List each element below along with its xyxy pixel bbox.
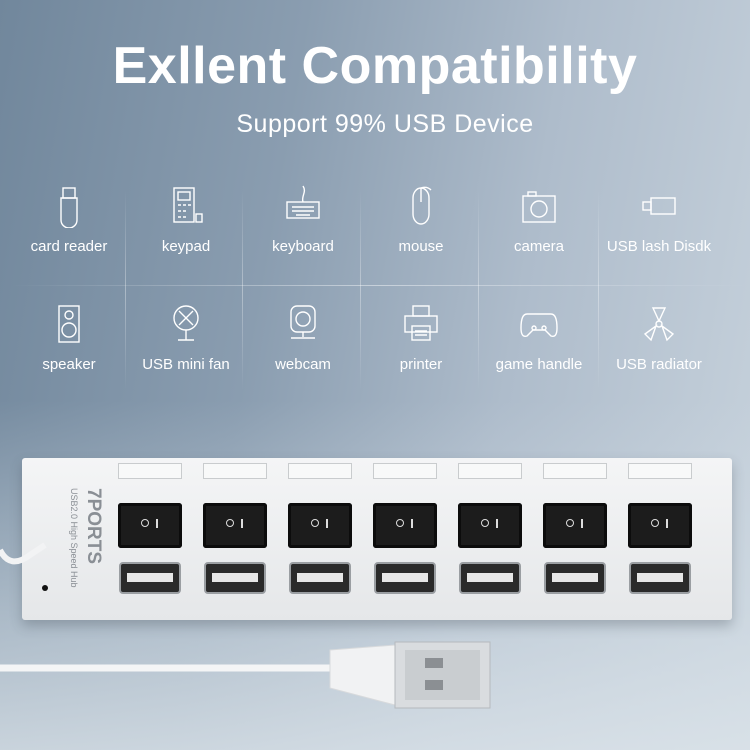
- device-label: keypad: [161, 238, 211, 255]
- usb-port: [204, 562, 266, 594]
- device-keypad: keypad: [127, 170, 245, 280]
- divider: [125, 190, 126, 390]
- speaker-icon: [58, 305, 80, 343]
- divider: [10, 285, 750, 286]
- usb-hub: 7PORTS USB2.0 High Speed Hub: [22, 458, 732, 620]
- device-printer: printer: [362, 288, 480, 398]
- switch-off-mark: [651, 519, 659, 527]
- device-speaker: speaker: [10, 288, 128, 398]
- usb-port: [629, 562, 691, 594]
- device-card-reader: card reader: [10, 170, 128, 280]
- usb-stick-icon: [60, 187, 78, 228]
- camera-icon: [522, 191, 556, 223]
- power-switch[interactable]: [458, 503, 522, 548]
- device-webcam: webcam: [244, 288, 362, 398]
- led-indicator: [42, 585, 48, 591]
- device-label: USB lash Disdk: [606, 238, 712, 255]
- divider: [242, 190, 243, 390]
- page-title: Exllent Compatibility: [112, 37, 638, 95]
- device-label: USB mini fan: [142, 356, 230, 373]
- port-window: [288, 463, 352, 479]
- switch-off-mark: [311, 519, 319, 527]
- power-switch[interactable]: [203, 503, 267, 548]
- page-subtitle: Support 99% USB Device: [236, 110, 534, 138]
- divider: [598, 190, 599, 390]
- switch-off-mark: [141, 519, 149, 527]
- flash-drive-icon: [642, 197, 676, 215]
- device-usb-lash-disdk: USB lash Disdk: [600, 170, 718, 280]
- usb-port: [459, 562, 521, 594]
- power-switch[interactable]: [288, 503, 352, 548]
- device-keyboard: keyboard: [244, 170, 362, 280]
- switch-on-mark: [411, 519, 413, 528]
- device-mouse: mouse: [362, 170, 480, 280]
- switch-on-mark: [156, 519, 158, 528]
- gamepad-icon: [520, 313, 558, 338]
- switch-off-mark: [481, 519, 489, 527]
- device-label: card reader: [30, 238, 108, 255]
- switch-on-mark: [666, 519, 668, 528]
- port-window: [628, 463, 692, 479]
- device-label: printer: [399, 356, 443, 373]
- switch-on-mark: [496, 519, 498, 528]
- fan-icon: [173, 305, 199, 341]
- usb-port: [289, 562, 351, 594]
- device-label: mouse: [398, 238, 444, 255]
- port-window: [373, 463, 437, 479]
- divider: [360, 190, 361, 390]
- usb-port: [374, 562, 436, 594]
- device-game-handle: game handle: [480, 288, 598, 398]
- device-label: webcam: [275, 356, 331, 373]
- port-window: [203, 463, 267, 479]
- power-switch[interactable]: [118, 503, 182, 548]
- power-switch[interactable]: [373, 503, 437, 548]
- device-camera: camera: [480, 170, 598, 280]
- port-window: [118, 463, 182, 479]
- device-label: keyboard: [272, 238, 334, 255]
- switch-off-mark: [396, 519, 404, 527]
- webcam-icon: [290, 305, 316, 339]
- device-label: game handle: [495, 356, 583, 373]
- port-window: [458, 463, 522, 479]
- power-switch[interactable]: [628, 503, 692, 548]
- divider: [478, 190, 479, 390]
- switch-on-mark: [241, 519, 243, 528]
- device-usb-radiator: USB radiator: [600, 288, 718, 398]
- port-window: [543, 463, 607, 479]
- usb-port: [119, 562, 181, 594]
- switch-off-mark: [226, 519, 234, 527]
- device-usb-mini-fan: USB mini fan: [127, 288, 245, 398]
- power-switch[interactable]: [543, 503, 607, 548]
- radiator-icon: [643, 307, 675, 342]
- usb-cable: [0, 542, 491, 709]
- switch-on-mark: [326, 519, 328, 528]
- device-label: camera: [513, 238, 565, 255]
- switch-on-mark: [581, 519, 583, 528]
- device-label: speaker: [42, 356, 96, 373]
- usb-port: [544, 562, 606, 594]
- device-label: USB radiator: [616, 356, 702, 373]
- switch-off-mark: [566, 519, 574, 527]
- keypad-icon: [173, 187, 203, 223]
- keyboard-icon: [286, 185, 320, 219]
- mouse-icon: [412, 186, 432, 225]
- printer-icon: [404, 305, 438, 341]
